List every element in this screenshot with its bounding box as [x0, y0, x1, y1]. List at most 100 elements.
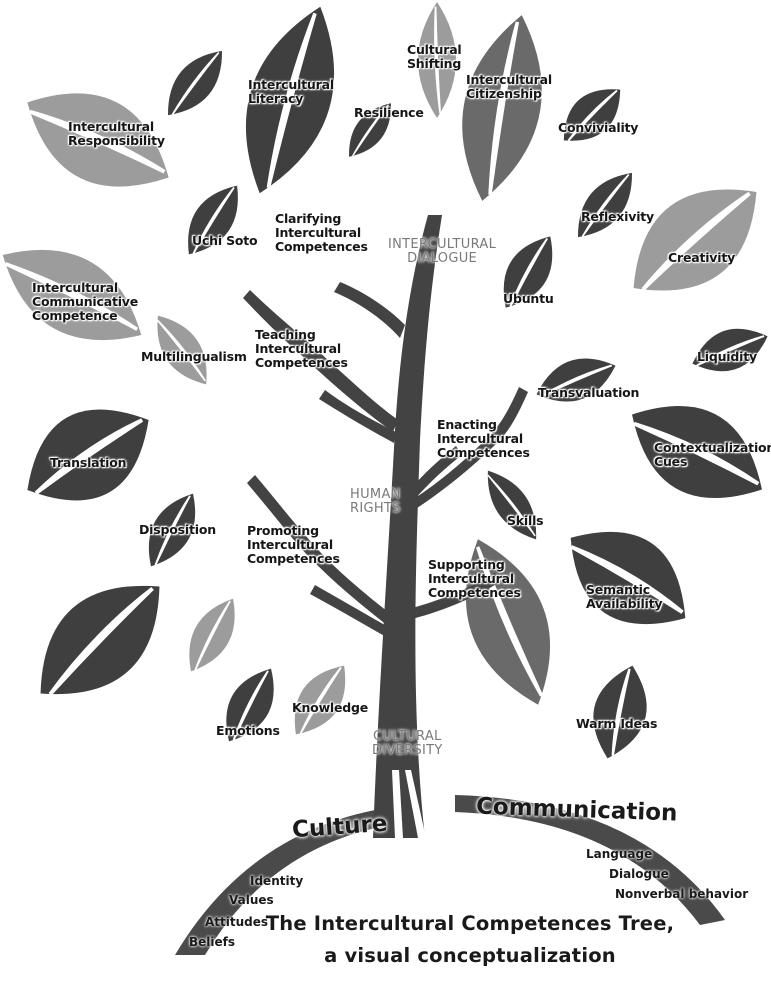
leaf-label-multilingualism: Multilingualism	[141, 349, 247, 364]
leaf-label-translation: Translation	[50, 455, 127, 470]
leaf-cultural-shifting-vein	[434, 6, 441, 114]
leaf-label-intercultural-communicative-competence: Intercultural Communicative Competence	[32, 280, 139, 323]
leaf-label-ubuntu: Ubuntu	[503, 291, 554, 306]
branch-promoting-lower	[310, 585, 390, 638]
leaf-top-left-small-vein	[171, 52, 220, 116]
leaf-warm-ideas-right	[593, 665, 647, 759]
communication-item-nonverbal-behavior: Nonverbal behavior	[615, 887, 749, 901]
leaf-transvaluation	[536, 358, 616, 402]
branch-label-promoting: Promoting Intercultural Competences	[247, 523, 340, 566]
leaf-label-semantic-availability: Semantic Availability	[586, 582, 663, 611]
leaf-label-conviviality: Conviviality	[558, 120, 639, 135]
leaf-multilingualism-vein	[156, 319, 206, 382]
leaf-creativity	[633, 189, 757, 292]
leaf-label-resilience: Resilience	[354, 105, 424, 120]
leaf-semantic-availability-vein	[570, 545, 684, 614]
leaf-warm-ideas	[466, 539, 550, 705]
leaf-disposition	[148, 493, 196, 567]
leaf-label-reflexivity: Reflexivity	[581, 209, 655, 224]
leaf-label-warm-ideas: Warm Ideas	[576, 716, 658, 731]
leaf-ubuntu-vein	[509, 237, 548, 307]
leaf-label-cultural-shifting: Cultural Shifting	[407, 42, 462, 71]
leaf-label-liquidity: Liquidity	[697, 349, 757, 364]
leaf-label-contextualization-cues: Contextualization Cues	[654, 440, 771, 469]
leaf-conviviality	[563, 89, 621, 142]
leaf-intercultural-responsibility	[27, 93, 169, 187]
trunk-root-left	[392, 770, 403, 838]
leaf-emotions	[226, 668, 274, 742]
leaf-lower-left-mid	[189, 598, 235, 672]
branch-supporting	[405, 573, 500, 620]
branch-enacting	[412, 387, 528, 510]
leaf-semantic-availability	[570, 531, 686, 625]
trunk-label-intercultural-dialogue: INTERCULTURAL DIALOGUE	[388, 237, 497, 266]
leaf-lower-left-mid-vein	[194, 600, 231, 671]
leaf-lower-left-large-vein	[48, 587, 154, 696]
leaf-reflexivity	[578, 172, 632, 238]
leaf-translation	[27, 409, 149, 501]
leaf-translation-vein	[34, 418, 144, 496]
leaf-skills	[487, 470, 537, 540]
leaf-uchi-soto	[188, 185, 238, 255]
branch-label-supporting: Supporting Intercultural Competences	[428, 557, 521, 600]
leaf-disposition-vein	[154, 495, 191, 566]
leaf-liquidity	[692, 328, 768, 372]
leaf-label-uchi-soto: Uchi Soto	[192, 233, 258, 248]
culture-item-identity: Identity	[250, 874, 304, 888]
leaf-label-intercultural-citizenship: Intercultural Citizenship	[466, 72, 552, 101]
culture-item-attitudes: Attitudes	[205, 915, 269, 929]
leaf-knowledge	[294, 665, 346, 735]
leaf-lower-left-large	[40, 585, 160, 696]
leaf-ubuntu	[503, 236, 553, 308]
leaf-cultural-shifting	[418, 2, 456, 118]
diagram-title-line-1: The Intercultural Competences Tree,	[265, 912, 675, 935]
branch-label-clarifying: Clarifying Intercultural Competences	[275, 211, 368, 254]
leaf-transvaluation-vein	[540, 364, 613, 398]
culture-item-values: Values	[229, 893, 274, 907]
leaf-multilingualism	[156, 315, 207, 385]
leaf-knowledge-vein	[299, 666, 342, 735]
trunk-label-cultural-diversity: CULTURAL DIVERSITY	[372, 729, 443, 758]
branch-promoting	[247, 475, 392, 626]
leaf-label-intercultural-literacy: Intercultural Literacy	[248, 77, 334, 106]
trunk	[373, 215, 442, 838]
branch-teaching	[243, 290, 398, 432]
leaf-uchi-soto-vein	[192, 187, 235, 254]
trunk-label-human-rights: HUMAN RIGHTS	[350, 487, 401, 516]
leaf-intercultural-communicative-competence	[2, 249, 142, 341]
leaf-warm-ideas-right-vein	[611, 668, 631, 757]
leaf-liquidity-vein	[696, 335, 765, 367]
leaves-layer	[2, 2, 768, 759]
leaf-resilience-vein	[352, 104, 389, 157]
trunk-root-right	[405, 770, 426, 838]
leaf-contextualization-cues-vein	[632, 421, 760, 486]
branch-label-teaching: Teaching Intercultural Competences	[255, 327, 348, 370]
leaf-label-disposition: Disposition	[139, 522, 216, 537]
leaf-intercultural-communicative-competence-vein	[4, 262, 139, 331]
leaf-intercultural-citizenship-vein	[488, 21, 520, 196]
branch-clarifying	[334, 282, 405, 338]
leaf-label-skills: Skills	[507, 513, 544, 528]
leaf-label-transvaluation: Transvaluation	[538, 385, 640, 400]
leaf-label-knowledge: Knowledge	[292, 700, 369, 715]
communication-item-language: Language	[586, 847, 653, 861]
branch-label-enacting: Enacting Intercultural Competences	[437, 417, 530, 460]
leaf-conviviality-vein	[567, 89, 618, 142]
diagram-title-line-2: a visual conceptualization	[324, 944, 616, 967]
communication-ground-arc	[455, 795, 725, 925]
branch-enacting-lower	[410, 446, 462, 500]
leaf-intercultural-literacy	[245, 6, 335, 194]
leaf-label-emotions: Emotions	[216, 723, 280, 738]
tree-layer	[175, 215, 725, 955]
communication-item-dialogue: Dialogue	[609, 867, 669, 881]
leaf-top-left-small	[168, 50, 222, 116]
leaf-intercultural-literacy-vein	[266, 12, 317, 189]
leaf-contextualization-cues	[632, 406, 762, 498]
leaf-creativity-vein	[641, 191, 751, 292]
leaf-label-intercultural-responsibility: Intercultural Responsibility	[68, 119, 165, 148]
leaf-emotions-vein	[232, 670, 269, 741]
leaf-label-creativity: Creativity	[668, 250, 736, 265]
leaf-reflexivity-vein	[581, 174, 630, 238]
